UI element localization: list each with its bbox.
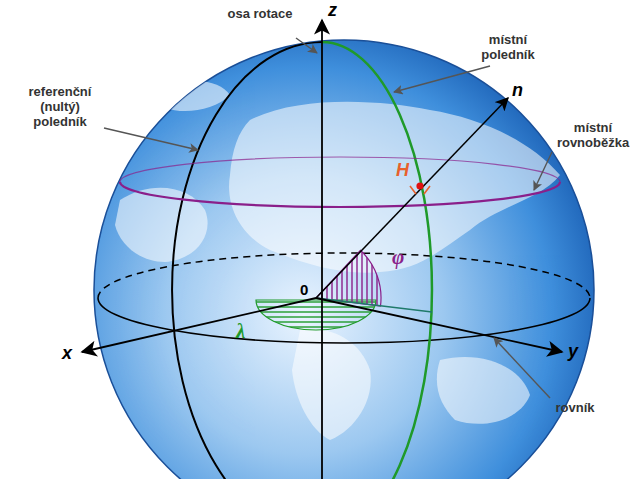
local-meridian: [322, 42, 432, 479]
axis-label: n: [512, 80, 523, 100]
normal-line: [316, 98, 508, 298]
axis-label: y: [568, 341, 578, 361]
lambda-sector: [256, 300, 376, 330]
z-axis: [321, 20, 323, 479]
phi-sector: [316, 250, 381, 306]
leader-line: [104, 128, 198, 150]
callout-label: osa rotace: [226, 6, 294, 21]
y-axis: [316, 298, 562, 352]
leader-line: [494, 338, 550, 398]
axis-label: x: [62, 343, 72, 363]
leader-line: [394, 66, 490, 92]
point-label: H: [396, 160, 409, 180]
callout-label: místní poledník: [466, 32, 550, 62]
callout-label: referenční (nultý) poledník: [18, 84, 102, 129]
globe: [94, 40, 594, 479]
angle-label: λ: [236, 320, 245, 342]
leader-line: [534, 152, 552, 190]
leader-line: [296, 38, 317, 53]
angle-label: φ: [392, 246, 404, 268]
reference-meridian: [172, 42, 322, 479]
parallel-front: [120, 182, 560, 207]
point-h: [416, 182, 423, 189]
continents: [115, 81, 560, 440]
origin-label: 0: [300, 282, 308, 297]
callout-label: místní rovnoběžka: [548, 120, 638, 150]
callout-label: rovník: [540, 400, 610, 415]
x-axis: [82, 298, 316, 352]
parallel-back: [120, 157, 560, 182]
axis-label: z: [328, 0, 337, 20]
